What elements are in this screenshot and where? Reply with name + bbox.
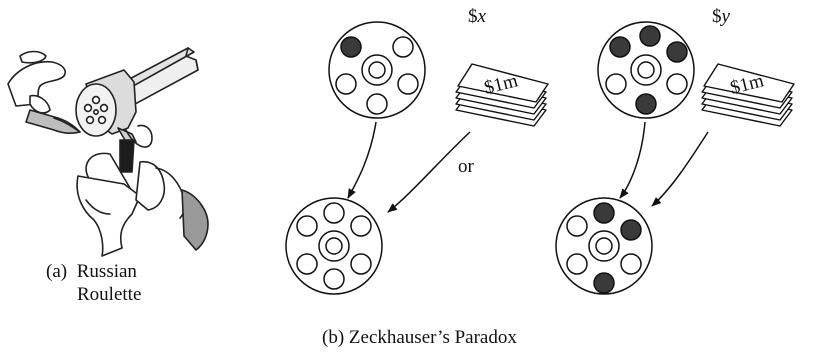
revolver-illustration <box>7 47 209 257</box>
upper-hand <box>7 50 67 114</box>
gun-cylinder <box>75 83 117 137</box>
chamber-empty <box>296 215 318 237</box>
lower-hand <box>76 152 209 257</box>
chamber-empty <box>566 253 588 275</box>
arrow-right-money-to-after <box>651 131 709 207</box>
chamber-empty <box>366 93 388 115</box>
chamber-loaded <box>635 93 657 115</box>
chamber-empty <box>605 73 627 95</box>
chamber-empty <box>323 268 345 290</box>
cylinder-right-before <box>597 21 695 119</box>
arrows <box>347 121 709 213</box>
caption-panel-b: (b) Zeckhauser’s Paradox <box>322 327 517 348</box>
chamber-loaded <box>666 41 688 63</box>
money-stack-left: $1m <box>455 63 549 127</box>
cylinder-right-after <box>555 197 653 295</box>
chamber-loaded <box>593 202 615 224</box>
chamber-loaded <box>639 25 661 47</box>
chamber-empty <box>392 36 414 58</box>
chamber-empty <box>666 73 688 95</box>
chamber-empty <box>296 253 318 275</box>
arrow-right-cylinder-to-after <box>619 121 646 199</box>
chamber-empty <box>566 215 588 237</box>
cylinder-left-after <box>285 197 383 295</box>
caption-a-line2: Roulette <box>77 284 142 305</box>
chamber-empty <box>620 253 642 275</box>
money-stack-right: $1m <box>701 63 795 127</box>
caption-a-label: (a) <box>46 261 68 282</box>
chamber-empty <box>323 202 345 224</box>
grip <box>119 139 135 173</box>
arrow-left-money-to-after <box>387 131 471 213</box>
chamber-empty <box>335 73 357 95</box>
chamber-empty <box>397 73 419 95</box>
arrow-left-cylinder-to-after <box>347 121 377 199</box>
bullet <box>25 109 81 135</box>
chamber-empty <box>350 253 372 275</box>
chamber-loaded <box>609 36 631 58</box>
caption-a-line1: Russian <box>76 261 137 282</box>
amount-x-label: $x <box>468 6 486 27</box>
chamber-empty <box>350 215 372 237</box>
amount-y-label: $y <box>712 6 730 27</box>
chamber-loaded <box>340 36 362 58</box>
or-label: or <box>458 156 474 177</box>
chamber-loaded <box>593 272 615 294</box>
caption-panel-a: (a) Russian Roulette <box>46 260 141 306</box>
chamber-loaded <box>620 219 642 241</box>
cylinder-left-before <box>328 21 426 119</box>
trigger-guard <box>125 124 153 148</box>
